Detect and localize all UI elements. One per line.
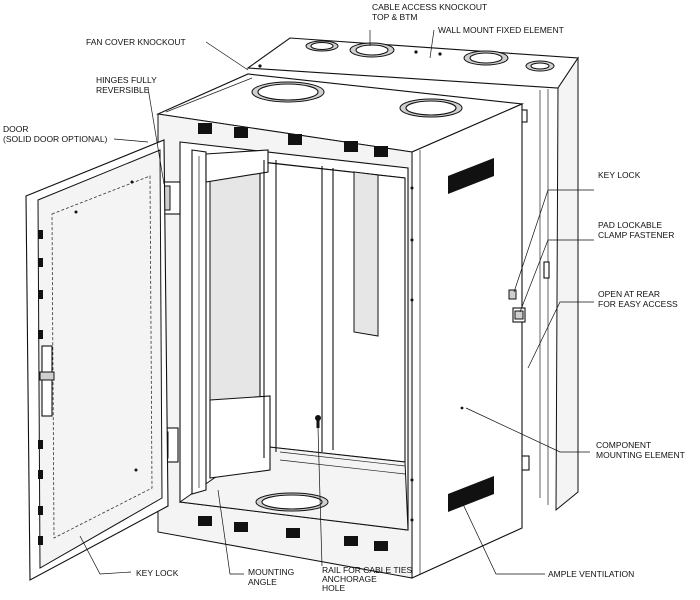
label-key-lock-right: KEY LOCK [598, 170, 641, 180]
label-wall-mount: WALL MOUNT FIXED ELEMENT [438, 25, 564, 35]
label-fan-cover: FAN COVER KNOCKOUT [86, 37, 186, 47]
leader-lines [79, 29, 594, 575]
label-door: DOOR(SOLID DOOR OPTIONAL) [3, 124, 108, 144]
label-ample-ventilation: AMPLE VENTILATION [548, 569, 634, 579]
wall-mount-element [246, 37, 579, 512]
cabinet-body [156, 73, 526, 579]
door [25, 139, 169, 581]
label-key-lock-bottom: KEY LOCK [136, 568, 179, 578]
